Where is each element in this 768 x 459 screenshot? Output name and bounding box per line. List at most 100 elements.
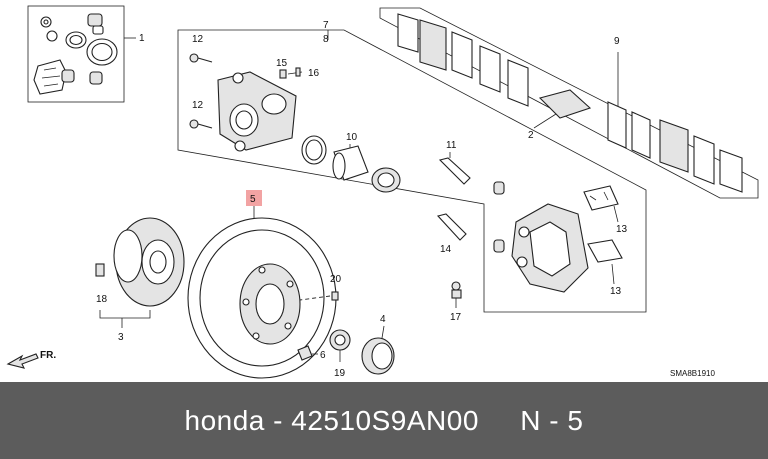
front-arrow-icon — [6, 353, 39, 369]
callout-2: 2 — [528, 130, 534, 141]
bleeder-screw — [295, 67, 301, 77]
leader-13-bottom — [611, 263, 615, 285]
brake-disc-group: 5 — [187, 190, 337, 379]
parts-diagram: 1 7 8 9 2 12 12 — [6, 5, 759, 379]
piston-group: 10 — [301, 132, 401, 193]
guide-boot-lower — [493, 239, 505, 253]
brake-pad-2 — [659, 119, 689, 173]
pad-shim-1 — [397, 13, 419, 53]
pad-clip-upper-detail — [589, 191, 609, 201]
caliper-mount-ear-bottom — [234, 140, 246, 152]
caliper-bridge — [261, 93, 287, 115]
callout-8: 8 — [323, 34, 329, 45]
pad-shim-5 — [607, 101, 627, 149]
pad-clip-lower — [587, 239, 623, 263]
caliper-assembly-outline: 7 8 — [177, 20, 647, 313]
caliper-bolts: 12 12 — [189, 34, 213, 129]
callout-15: 15 — [276, 58, 288, 69]
exploded-view-svg: 1 7 8 9 2 12 12 — [6, 5, 759, 379]
disc-stud-hole-1 — [258, 266, 266, 274]
seal-kit-shim-detail — [41, 67, 61, 87]
callout-14: 14 — [440, 244, 452, 255]
callout-3: 3 — [118, 332, 124, 343]
bleeder-cap — [279, 69, 287, 79]
disc-stud-hole-5 — [242, 298, 250, 306]
spindle-nut-19-hole — [334, 334, 346, 346]
hub-cap-4-face — [371, 342, 393, 370]
callout-4: 4 — [380, 314, 386, 325]
bolt-12-bottom-head — [189, 119, 199, 129]
callout-12-bottom: 12 — [192, 100, 204, 111]
pad-clips: 13 13 — [583, 185, 628, 297]
seal-kit-group: 1 — [27, 5, 145, 103]
pad-shim-8 — [719, 149, 743, 193]
leader-4 — [381, 325, 385, 339]
disc-stud-hole-3 — [284, 322, 292, 330]
caliper-bore-inner — [235, 110, 253, 130]
pad-shim-7 — [693, 135, 715, 185]
seal-kit-cap-b — [46, 30, 58, 42]
callout-11: 11 — [446, 140, 457, 151]
callout-16: 16 — [308, 68, 320, 79]
leader-2 — [533, 113, 557, 129]
leader-13-top — [613, 205, 619, 223]
callout-13-top: 13 — [616, 224, 628, 235]
leader-20 — [299, 295, 331, 301]
leader-3-bracket — [99, 310, 151, 319]
spindle-nut-group: 19 — [329, 329, 351, 379]
piston-boot-inner — [377, 172, 395, 188]
piston-seal-inner — [305, 139, 323, 161]
seal-kit-boot-a — [87, 13, 103, 27]
pad-clip-upper — [583, 185, 619, 211]
seal-kit-cap-a-inner — [43, 19, 49, 25]
bracket-bolt-group: 17 — [450, 281, 462, 323]
pad-shim-2 — [451, 31, 473, 79]
disc-callout-highlight — [246, 190, 262, 206]
callout-12-top: 12 — [192, 34, 204, 45]
caliper-body — [217, 71, 297, 152]
seal-kit-boot-a-tip — [92, 25, 104, 35]
bracket-ear-top — [518, 226, 530, 238]
bolt-17-flange — [451, 289, 462, 299]
hub-tone-ring — [113, 229, 143, 283]
hub-bolt-18 — [95, 263, 105, 277]
part-footer-bar: honda - 42510S9AN00 N - 5 — [0, 382, 768, 459]
bracket-window — [529, 221, 571, 277]
callout-10: 10 — [346, 132, 358, 143]
caliper-bracket — [511, 203, 589, 293]
callout-18: 18 — [96, 294, 108, 305]
part-number-caption: honda - 42510S9AN00 N - 5 — [184, 404, 584, 436]
front-label: FR. — [40, 350, 56, 361]
hub-group: 18 3 — [95, 217, 185, 343]
caliper-piston-face — [332, 152, 346, 180]
bleeder-group: 15 16 — [276, 58, 320, 79]
bolt-12-top-shank — [197, 57, 213, 63]
guide-pin-14 — [436, 213, 467, 241]
hub-bore — [149, 250, 167, 274]
callout-1: 1 — [139, 33, 145, 44]
seal-kit-boot-b — [61, 69, 75, 83]
disc-stud-hole-2 — [286, 280, 294, 288]
disc-screw-group: 20 — [299, 274, 342, 301]
callout-13-bottom: 13 — [610, 286, 622, 297]
pad-set-boundary — [379, 7, 759, 199]
bolt-12-top-head — [189, 53, 199, 63]
hub-cap-group: 4 — [361, 314, 395, 375]
bracket-ear-bottom — [516, 256, 528, 268]
brake-pad-1 — [419, 19, 447, 71]
wheel-nut-group: 6 — [297, 345, 326, 361]
pad-set-group: 9 2 — [379, 7, 759, 199]
pad-shim-4 — [507, 59, 529, 107]
callout-7: 7 — [323, 20, 329, 31]
pad-wear-plate — [538, 89, 592, 119]
diagram-code: SMA8B1910 — [670, 369, 715, 378]
guide-boot-upper — [493, 181, 505, 195]
bolt-17-head — [451, 281, 461, 291]
brake-disc-center-hole — [255, 283, 285, 325]
disc-stud-hole-4 — [252, 332, 260, 340]
callout-5: 5 — [250, 194, 256, 205]
wheel-nut-6 — [297, 345, 313, 361]
callout-6: 6 — [320, 350, 326, 361]
callout-17: 17 — [450, 312, 462, 323]
disc-screw-20 — [331, 291, 339, 301]
